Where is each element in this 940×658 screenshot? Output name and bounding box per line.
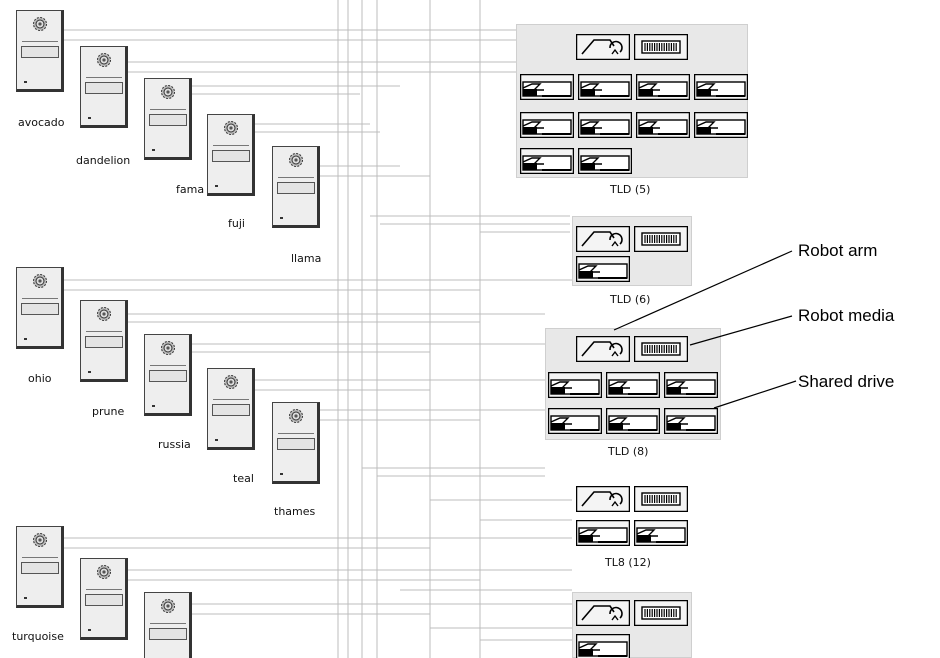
tape-drive-icon[interactable]: [575, 633, 631, 658]
gear-icon: [95, 51, 113, 69]
host-avocado[interactable]: [16, 10, 68, 96]
host-label-teal: teal: [233, 472, 254, 485]
host-label-ohio: ohio: [28, 372, 52, 385]
host-label-llama: llama: [291, 252, 322, 265]
library-label-tld6: TLD (6): [610, 293, 651, 306]
tape-drive-icon[interactable]: [693, 111, 749, 143]
gear-icon: [31, 531, 49, 549]
host-label-prune: prune: [92, 405, 125, 418]
host-turquoise[interactable]: [16, 526, 68, 612]
host-fuji[interactable]: [207, 114, 259, 200]
robot-media-icon[interactable]: [633, 599, 689, 631]
host-llama[interactable]: [272, 146, 324, 232]
gear-icon: [287, 151, 305, 169]
host-ohio[interactable]: [16, 267, 68, 353]
host-label-avocado: avocado: [18, 116, 65, 129]
tape-drive-icon[interactable]: [519, 111, 575, 143]
robot-arm-icon[interactable]: [575, 33, 631, 65]
tape-drive-icon[interactable]: [635, 73, 691, 105]
callout-line-robot-media: [689, 315, 793, 346]
gear-icon: [222, 119, 240, 137]
library-label-tld8: TLD (8): [608, 445, 649, 458]
host-label-russia: russia: [158, 438, 191, 451]
tape-drive-icon[interactable]: [663, 371, 719, 403]
callout-line-robot-arm: [613, 250, 793, 331]
library-label-tl8: TL8 (12): [605, 556, 651, 569]
tape-drive-icon[interactable]: [519, 147, 575, 179]
tape-drive-icon[interactable]: [633, 519, 689, 551]
tape-drive-icon[interactable]: [635, 111, 691, 143]
tape-drive-icon[interactable]: [577, 147, 633, 179]
tape-drive-icon[interactable]: [547, 371, 603, 403]
host-teal[interactable]: [207, 368, 259, 454]
tape-drive-icon[interactable]: [693, 73, 749, 105]
robot-arm-icon[interactable]: [575, 485, 631, 517]
tape-drive-icon[interactable]: [577, 111, 633, 143]
robot-media-icon[interactable]: [633, 485, 689, 517]
server-tower-icon: [272, 402, 320, 484]
tape-drive-icon[interactable]: [605, 407, 661, 439]
host-unlabeled-b[interactable]: [144, 592, 196, 658]
host-fama[interactable]: [144, 78, 196, 164]
robot-arm-icon[interactable]: [575, 225, 631, 257]
callout-robot-media: Robot media: [798, 306, 895, 325]
gear-icon: [159, 83, 177, 101]
robot-media-icon[interactable]: [633, 33, 689, 65]
callout-shared-drive: Shared drive: [798, 372, 895, 391]
tape-drive-icon[interactable]: [575, 255, 631, 287]
gear-icon: [31, 272, 49, 290]
robot-arm-icon[interactable]: [575, 599, 631, 631]
host-label-thames: thames: [274, 505, 316, 518]
server-tower-icon: [16, 526, 64, 608]
server-tower-icon: [16, 267, 64, 349]
gear-icon: [31, 15, 49, 33]
gear-icon: [222, 373, 240, 391]
robot-arm-icon[interactable]: [575, 335, 631, 367]
tape-drive-icon[interactable]: [547, 407, 603, 439]
gear-icon: [159, 339, 177, 357]
host-unlabeled-a[interactable]: [80, 558, 132, 644]
server-tower-icon: [144, 78, 192, 160]
host-dandelion[interactable]: [80, 46, 132, 132]
server-tower-icon: [80, 46, 128, 128]
host-label-fama: fama: [176, 183, 205, 196]
tape-drive-icon[interactable]: [605, 371, 661, 403]
gear-icon: [95, 305, 113, 323]
server-tower-icon: [207, 114, 255, 196]
callout-line-shared-drive: [713, 380, 797, 409]
server-tower-icon: [16, 10, 64, 92]
host-thames[interactable]: [272, 402, 324, 488]
callout-robot-arm: Robot arm: [798, 241, 878, 260]
host-label-fuji: fuji: [228, 217, 245, 230]
tape-drive-icon[interactable]: [575, 519, 631, 551]
server-tower-icon: [80, 558, 128, 640]
library-label-tld5: TLD (5): [610, 183, 651, 196]
robot-media-icon[interactable]: [633, 225, 689, 257]
gear-icon: [95, 563, 113, 581]
gear-icon: [287, 407, 305, 425]
host-russia[interactable]: [144, 334, 196, 420]
host-prune[interactable]: [80, 300, 132, 386]
gear-icon: [159, 597, 177, 615]
tape-drive-icon[interactable]: [577, 73, 633, 105]
server-tower-icon: [272, 146, 320, 228]
server-tower-icon: [207, 368, 255, 450]
tape-drive-icon[interactable]: [663, 407, 719, 439]
server-tower-icon: [80, 300, 128, 382]
host-label-dandelion: dandelion: [76, 154, 131, 167]
robot-media-icon[interactable]: [633, 335, 689, 367]
server-tower-icon: [144, 592, 192, 658]
server-tower-icon: [144, 334, 192, 416]
host-label-turquoise: turquoise: [12, 630, 64, 643]
tape-drive-icon[interactable]: [519, 73, 575, 105]
